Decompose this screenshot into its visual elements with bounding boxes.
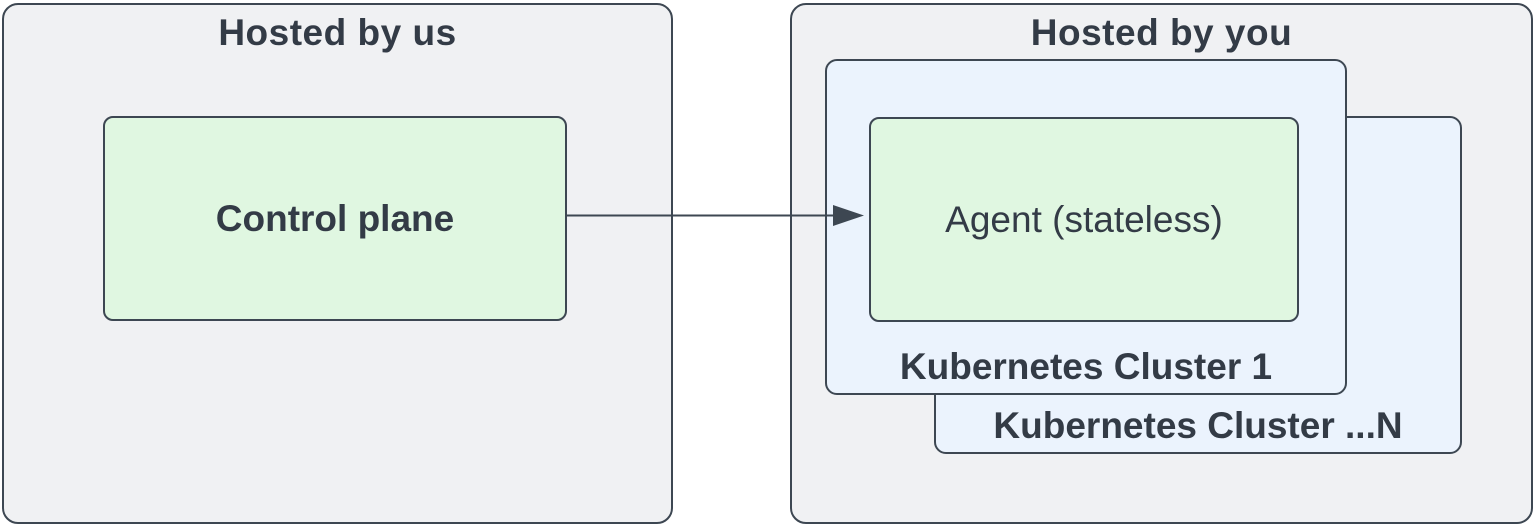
control-plane-label: Control plane xyxy=(215,197,455,239)
kubernetes-cluster-1-box: Agent (stateless) Kubernetes Cluster 1 xyxy=(825,59,1347,395)
agent-label: Agent (stateless) xyxy=(945,198,1223,240)
hosted-by-us-container: Hosted by us Control plane xyxy=(2,3,673,524)
hosted-by-us-title: Hosted by us xyxy=(218,12,457,53)
agent-node: Agent (stateless) xyxy=(869,117,1299,322)
hosted-by-you-container: Hosted by you Kubernetes Cluster ...N Ag… xyxy=(790,3,1533,524)
hosted-by-you-title: Hosted by you xyxy=(1030,12,1293,53)
control-plane-node: Control plane xyxy=(103,116,567,321)
kubernetes-cluster-n-label: Kubernetes Cluster ...N xyxy=(993,405,1403,446)
kubernetes-cluster-1-label: Kubernetes Cluster 1 xyxy=(899,346,1273,387)
